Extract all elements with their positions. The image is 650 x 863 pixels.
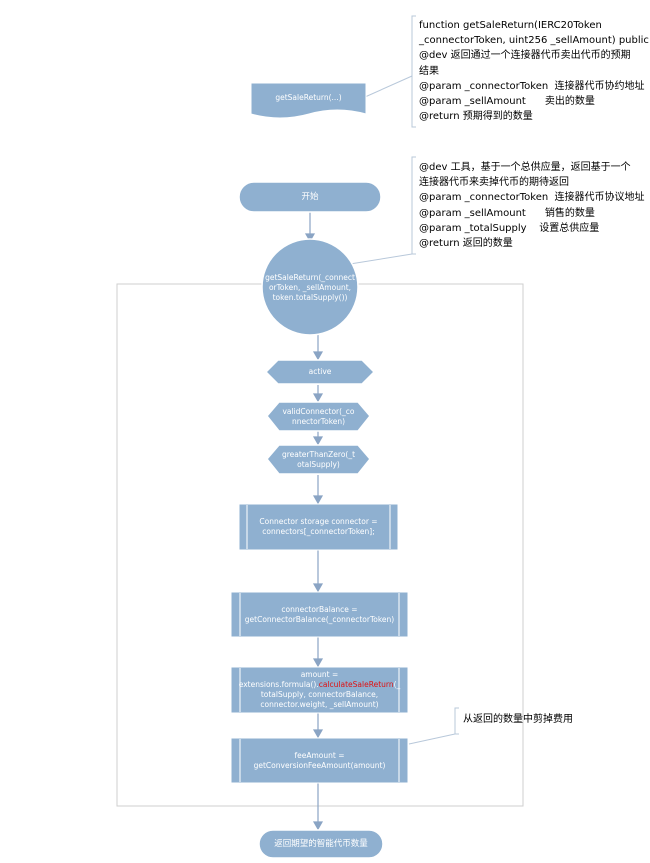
arrowhead-circle-to-active [312, 351, 324, 361]
greater-than-zero-label: greaterThanZero(_t otalSupply) [267, 445, 370, 474]
fee-note-text: 从返回的数量中剪掉费用 [463, 714, 573, 725]
connector-balance-line: connectorBalance = [281, 604, 358, 614]
start-label-text: 开始 [301, 192, 319, 202]
doc-note-bracket [411, 15, 416, 128]
connector-balance-line: getConnectorBalance(_connectorToken) [244, 614, 395, 624]
connector-storage-box [238, 503, 399, 551]
amount-line-1: amount = [300, 670, 339, 679]
active-label: active [266, 360, 374, 384]
internal-doc-line: @param _connectorToken 连接器代币协议地址 [419, 192, 645, 204]
amount-highlight-function: calculateSaleReturn [318, 680, 394, 689]
greater-than-zero-line: otalSupply) [297, 459, 340, 469]
function-doc-note: function getSaleReturn(IERC20Token _conn… [419, 18, 649, 124]
amount-line-2-prefix: extensions.formula(). [238, 680, 319, 689]
start-terminator [238, 181, 382, 213]
fee-note-bracket [454, 707, 459, 735]
amount-line-4: connector.weight, _sellAmount) [260, 700, 379, 709]
document-shape [250, 82, 367, 119]
internal-doc-line: @dev 工具，基于一个总供应量，返回基于一个 [419, 162, 631, 173]
arrowhead-fee-to-end [312, 821, 324, 831]
fee-amount-line: getConversionFeeAmount(amount) [253, 760, 386, 770]
function-doc-line: @param _sellAmount 卖出的数量 [419, 96, 595, 108]
arrowhead-start-to-circle [304, 233, 316, 243]
internal-note-bracket [411, 156, 416, 255]
circle-label: getSaleReturn(_connect orToken, _sellAmo… [262, 266, 358, 310]
amount-line-2-suffix: (_ [393, 680, 401, 689]
arrowhead-active-to-valid [312, 393, 324, 403]
fee-note: 从返回的数量中剪掉费用 [463, 712, 573, 727]
internal-doc-line: @param _totalSupply 设置总供应量 [419, 222, 600, 234]
amount-line-2: extensions.formula().calculateSaleReturn… [239, 680, 401, 690]
arrowhead-valid-to-greater [312, 436, 324, 446]
end-label-text: 返回期望的智能代币数量 [274, 839, 368, 849]
circle-label-line: orToken, _sellAmount, [268, 283, 352, 292]
valid-connector-label: validConnector(_co nnectorToken) [267, 402, 370, 431]
internal-doc-line: @param _sellAmount 销售的数量 [419, 207, 595, 219]
connector-storage-line: connectors[_connectorToken]; [262, 527, 375, 536]
active-label-text: active [308, 367, 332, 376]
amount-line-3: totalSupply, connectorBalance, [260, 690, 379, 699]
connector-storage-label: Connector storage connector = connectors… [247, 504, 390, 550]
circle-note-connector [349, 253, 413, 265]
doc-note-connector [364, 75, 413, 98]
active-hexagon [264, 359, 376, 385]
valid-connector-hexagon [266, 401, 371, 432]
function-doc-line: 结果 [419, 65, 439, 77]
internal-doc-note: @dev 工具，基于一个总供应量，返回基于一个 连接器代币来卖掉代币的期待返回 … [419, 160, 645, 251]
internal-doc-line: 连接器代币来卖掉代币的期待返回 [419, 177, 569, 189]
fee-amount-label: feeAmount = getConversionFeeAmount(amoun… [240, 738, 399, 783]
greater-than-zero-line: greaterThanZero(_t [281, 449, 356, 459]
fee-note-connector [408, 733, 456, 745]
connector-balance-box [230, 591, 409, 638]
valid-connector-line: validConnector(_co [282, 406, 355, 416]
fee-amount-box [230, 737, 409, 784]
arrowhead-storage-to-balance [312, 583, 324, 593]
start-label: 开始 [239, 182, 381, 212]
fee-amount-line: feeAmount = [294, 750, 345, 760]
valid-connector-line: nnectorToken) [291, 416, 346, 426]
amount-label: amount = extensions.formula().calculateS… [239, 667, 401, 713]
function-doc-line: function getSaleReturn(IERC20Token [419, 20, 602, 31]
amount-box [230, 666, 409, 714]
end-label: 返回期望的智能代币数量 [259, 830, 383, 858]
connector-storage-line: Connector storage connector = [259, 517, 378, 526]
circle-label-line: token.totalSupply()) [272, 293, 348, 302]
arrowhead-balance-to-amount [312, 658, 324, 668]
internal-doc-line: @return 返回的数量 [419, 238, 513, 250]
function-doc-line: @dev 返回通过一个连接器代币卖出代币的预期 [419, 50, 631, 62]
circle-label-line: getSaleReturn(_connect [265, 273, 355, 282]
greater-than-zero-hexagon [266, 444, 371, 475]
document-label-text: getSaleReturn(...) [275, 93, 342, 102]
document-label: getSaleReturn(...) [251, 87, 366, 109]
function-circle [261, 238, 359, 336]
function-doc-line: @param _connectorToken 连接器代币协约地址 [419, 80, 645, 92]
arrowhead-amount-to-fee [312, 729, 324, 739]
connector-balance-label: connectorBalance = getConnectorBalance(_… [240, 592, 399, 637]
function-doc-line: @return 预期得到的数量 [419, 111, 533, 123]
end-terminator [258, 829, 384, 859]
arrowhead-greater-to-storage [312, 495, 324, 505]
function-doc-line: _connectorToken, uint256 _sellAmount) pu… [419, 35, 649, 47]
